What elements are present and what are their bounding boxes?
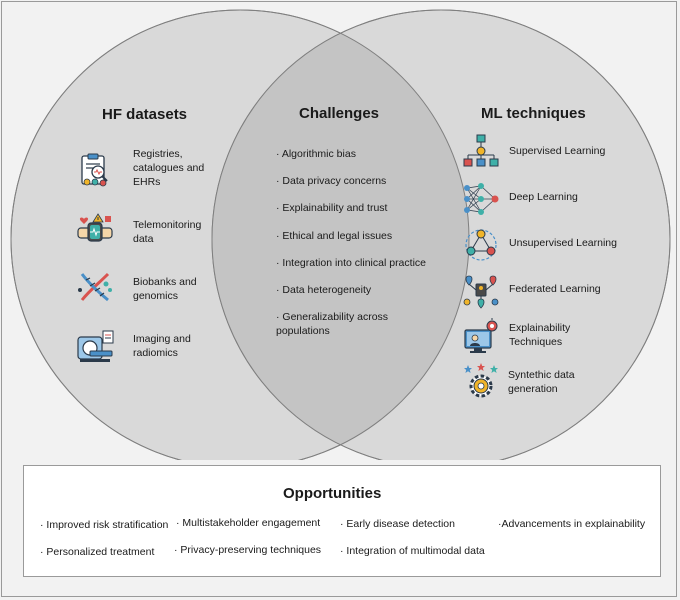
ml-item-supervised: Supervised Learning [509, 145, 606, 157]
venn-diagram [10, 9, 671, 460]
ml-item-federated: Federated Learning [509, 283, 601, 295]
challenge-data-privacy: · Data privacy concerns [276, 175, 387, 187]
challenge-ethical-legal: · Ethical and legal issues [276, 230, 393, 242]
challenges-title: Challenges [299, 105, 380, 122]
opportunities-title: Opportunities [283, 485, 382, 502]
neural-network-icon [464, 183, 499, 215]
challenge-integration: · Integration into clinical practice [276, 257, 426, 269]
opportunity-multimodal: · Integration of multimodal data [340, 545, 485, 557]
opportunity-multistakeholder: · Multistakeholder engagement [176, 517, 321, 529]
gear-stars-icon [464, 363, 498, 398]
registry-clipboard-icon [81, 153, 108, 187]
opportunities-box: Opportunities · Improved risk stratifica… [23, 465, 661, 577]
hf-item-imaging: Imaging and radiomics [133, 333, 191, 359]
federated-nodes-icon [463, 275, 499, 309]
opportunity-privacy-preserving: · Privacy-preserving techniques [174, 544, 322, 556]
hf-item-registries: Registries, catalogues and EHRs [133, 148, 205, 188]
ml-item-synthetic: Syntethic data generation [508, 369, 575, 395]
smartwatch-telemonitoring-icon [77, 213, 113, 242]
ml-item-deep: Deep Learning [509, 191, 578, 203]
hf-item-telemonitoring: Telemonitoring data [133, 219, 202, 245]
hf-datasets-title: HF datasets [102, 106, 188, 123]
hierarchy-network-icon [463, 134, 499, 167]
challenge-algorithmic-bias: · Algorithmic bias [276, 148, 356, 160]
monitor-presentation-icon [464, 318, 498, 353]
dna-biobank-icon [78, 272, 112, 302]
challenge-heterogeneity: · Data heterogeneity [276, 284, 372, 296]
hf-item-biobanks: Biobanks and genomics [133, 276, 197, 302]
ml-item-explainability: Explainability Techniques [509, 322, 571, 348]
challenge-explainability: · Explainability and trust [276, 202, 388, 214]
opportunity-risk-stratification: · Improved risk stratification [40, 519, 169, 531]
ml-techniques-title: ML techniques [481, 105, 586, 122]
opportunity-explainability: ·Advancements in explainability [498, 518, 646, 530]
opportunity-early-detection: · Early disease detection [340, 518, 455, 530]
mri-scanner-icon [77, 330, 114, 362]
opportunity-personalized-treatment: · Personalized treatment [40, 546, 155, 558]
overlap-region [212, 10, 469, 460]
ml-item-unsupervised: Unsupervised Learning [509, 237, 617, 249]
cluster-network-icon [465, 229, 497, 261]
challenge-generalizability: · Generalizability across populations [276, 311, 389, 337]
